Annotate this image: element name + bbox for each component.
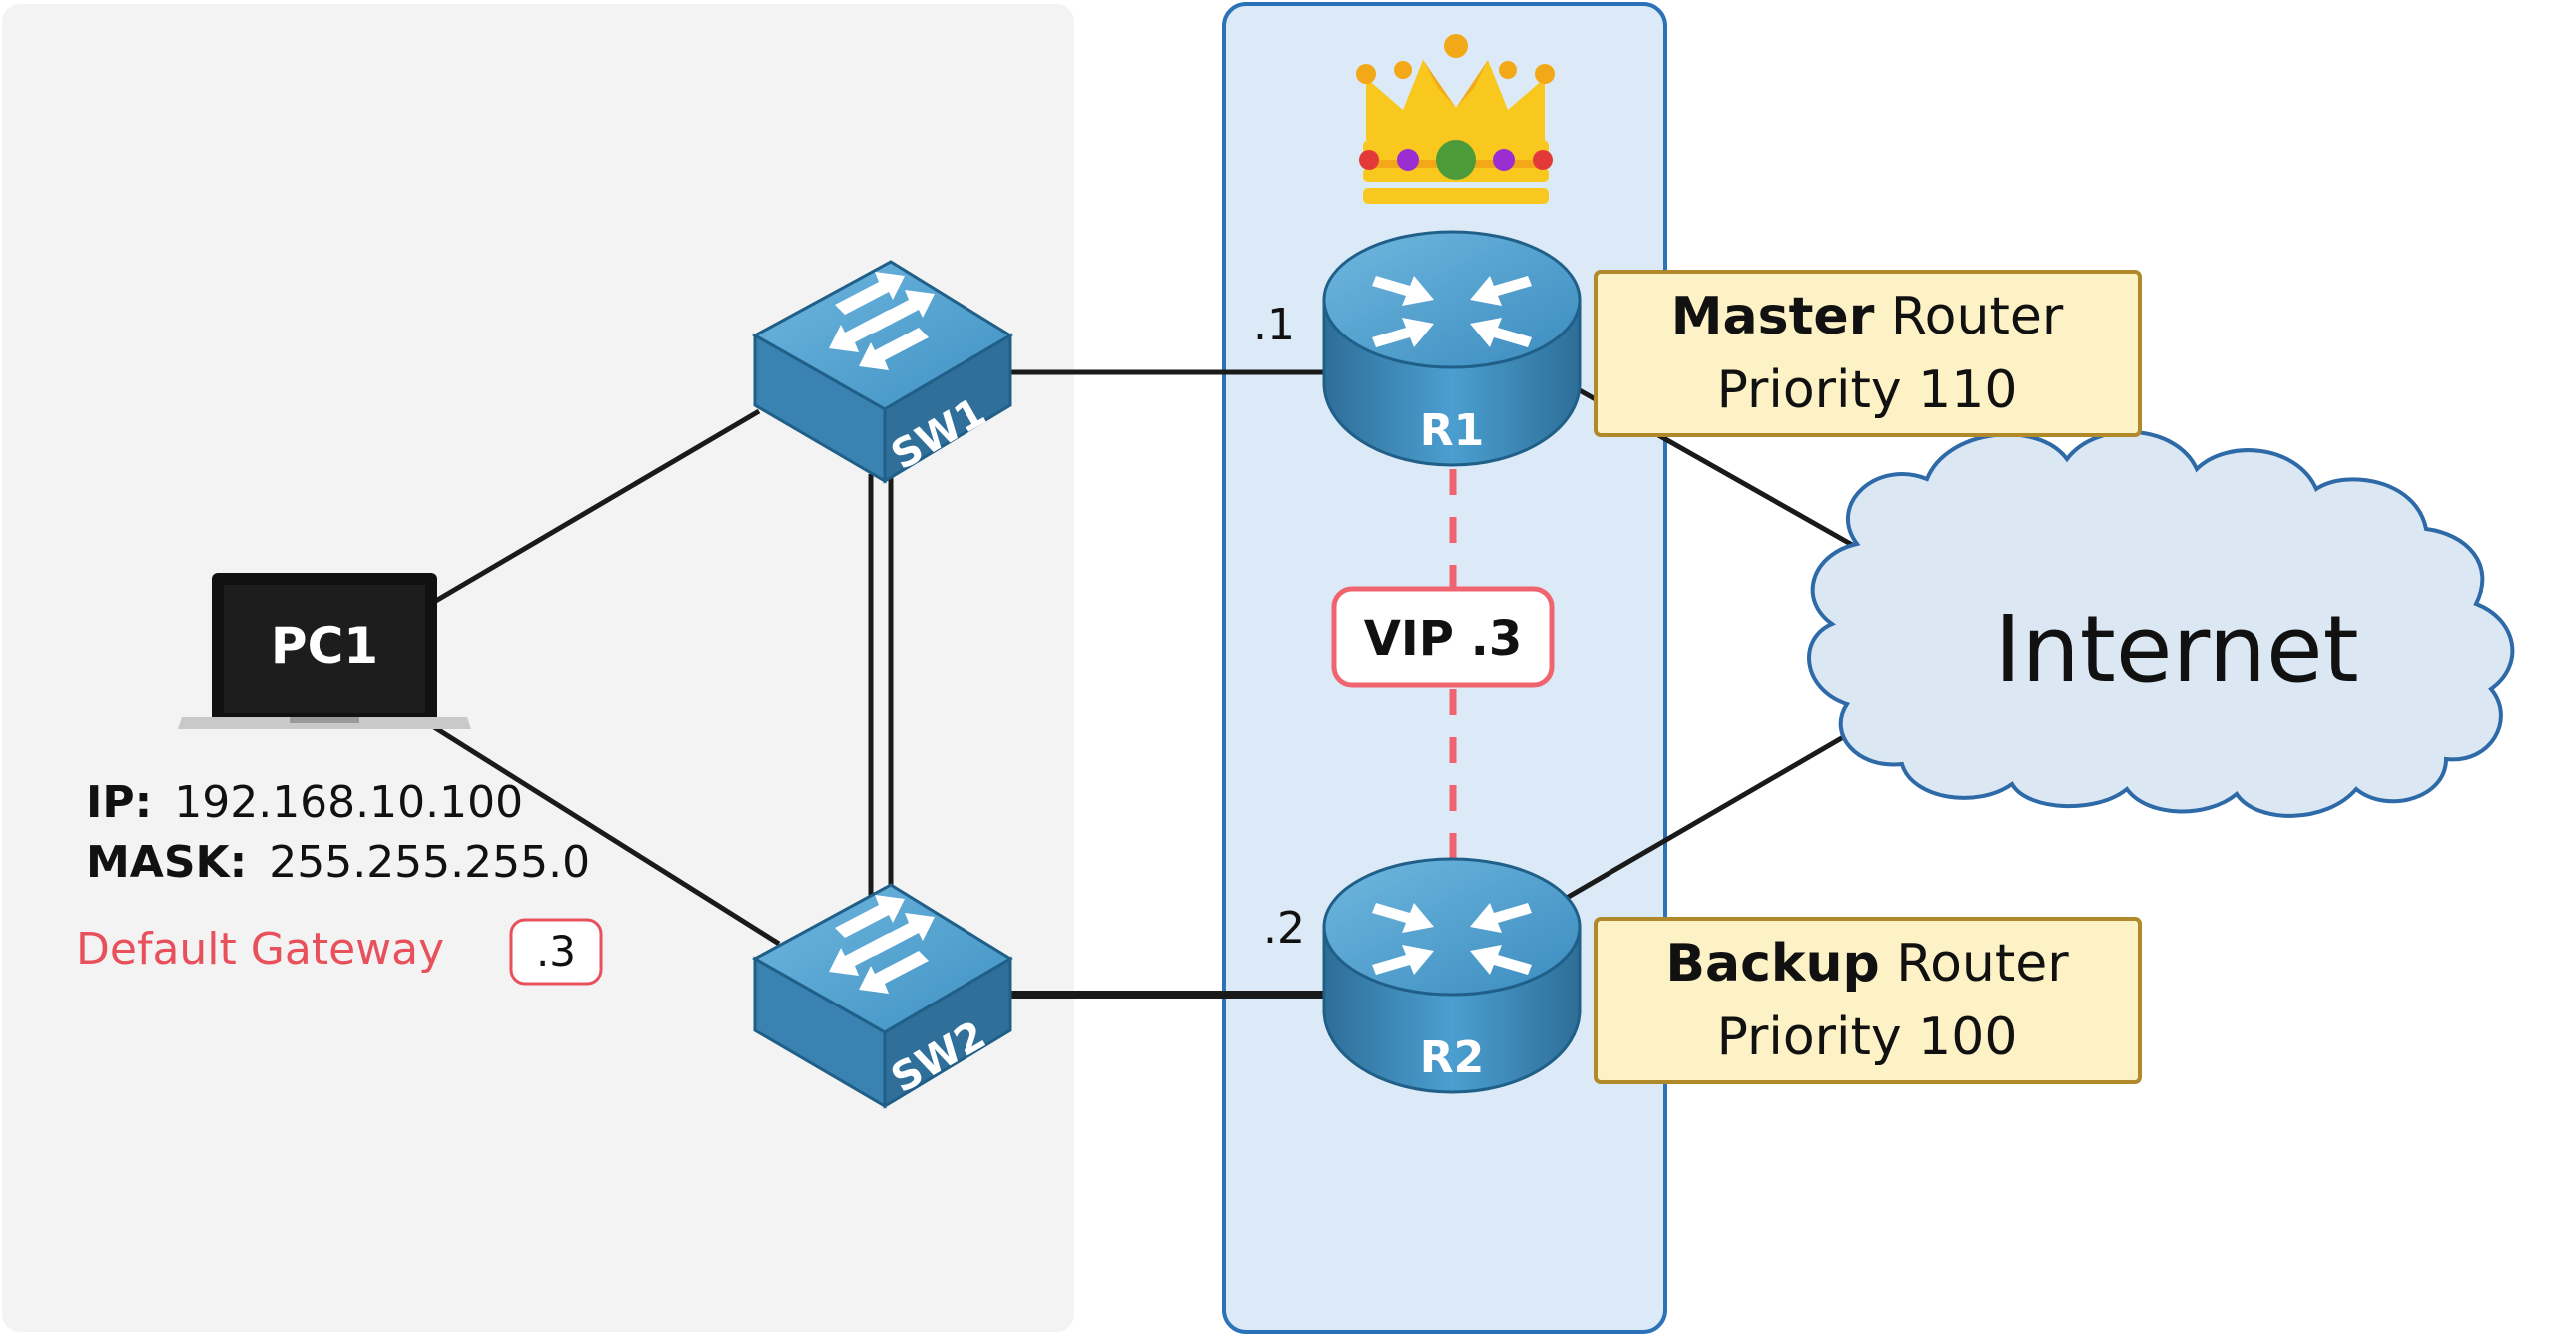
r1-role-box: Master Router Priority 110	[1594, 270, 2142, 437]
svg-text:MASK: 255.255.255.0: MASK: 255.255.255.0	[86, 837, 590, 888]
vip-label: VIP .3	[1364, 611, 1523, 667]
link-r2-internet	[1546, 726, 1859, 912]
ip-label: IP:	[86, 777, 152, 828]
router-icon	[1322, 857, 1582, 1094]
switch-icon	[751, 260, 1013, 484]
link-pc1-sw1	[432, 408, 761, 605]
laptop-icon	[178, 573, 471, 729]
switch-icon	[751, 883, 1013, 1109]
links	[432, 369, 1879, 999]
internet-cloud: Internet	[1807, 429, 2515, 818]
r1-ip: .1	[1253, 300, 1295, 350]
lan-area	[2, 4, 1074, 1332]
pc1-name: PC1	[271, 617, 378, 675]
ip-value: 192.168.10.100	[174, 777, 523, 828]
r1-priority: Priority 110	[1717, 360, 2018, 420]
svg-text:Master Router: Master Router	[1671, 287, 2064, 346]
pc1-addressing: IP: 192.168.10.100 MASK: 255.255.255.0 D…	[76, 777, 603, 986]
sw2: SW2	[751, 883, 1013, 1109]
r1-role-rest: Router	[1874, 287, 2063, 346]
mask-value: 255.255.255.0	[269, 837, 590, 888]
link-pc1-sw2	[432, 724, 781, 947]
crown-icon	[1356, 34, 1555, 204]
svg-text:Backup Router: Backup Router	[1665, 934, 2069, 994]
r2-role-rest: Router	[1880, 934, 2069, 994]
default-gateway-value: .3	[536, 927, 576, 976]
router-icon	[1322, 230, 1582, 467]
internet-label: Internet	[1994, 596, 2358, 703]
r1-name: R1	[1420, 405, 1485, 456]
r2: R2 .2	[1263, 857, 1582, 1094]
default-gateway-label: Default Gateway	[76, 924, 444, 975]
pc1: PC1	[178, 573, 471, 729]
r1: R1 .1	[1253, 230, 1582, 467]
vip-badge: VIP .3	[1331, 586, 1555, 688]
r1-role-bold: Master	[1671, 287, 1875, 346]
svg-text:IP: 192.168.10.100: IP: 192.168.10.100	[86, 777, 523, 828]
default-gateway-box	[509, 918, 603, 986]
r2-priority: Priority 100	[1717, 1007, 2018, 1067]
r2-role-box: Backup Router Priority 100	[1594, 917, 2142, 1084]
r2-role-bold: Backup	[1665, 934, 1879, 994]
mask-label: MASK:	[86, 837, 247, 888]
r2-name: R2	[1420, 1032, 1485, 1083]
r2-ip: .2	[1263, 903, 1305, 954]
